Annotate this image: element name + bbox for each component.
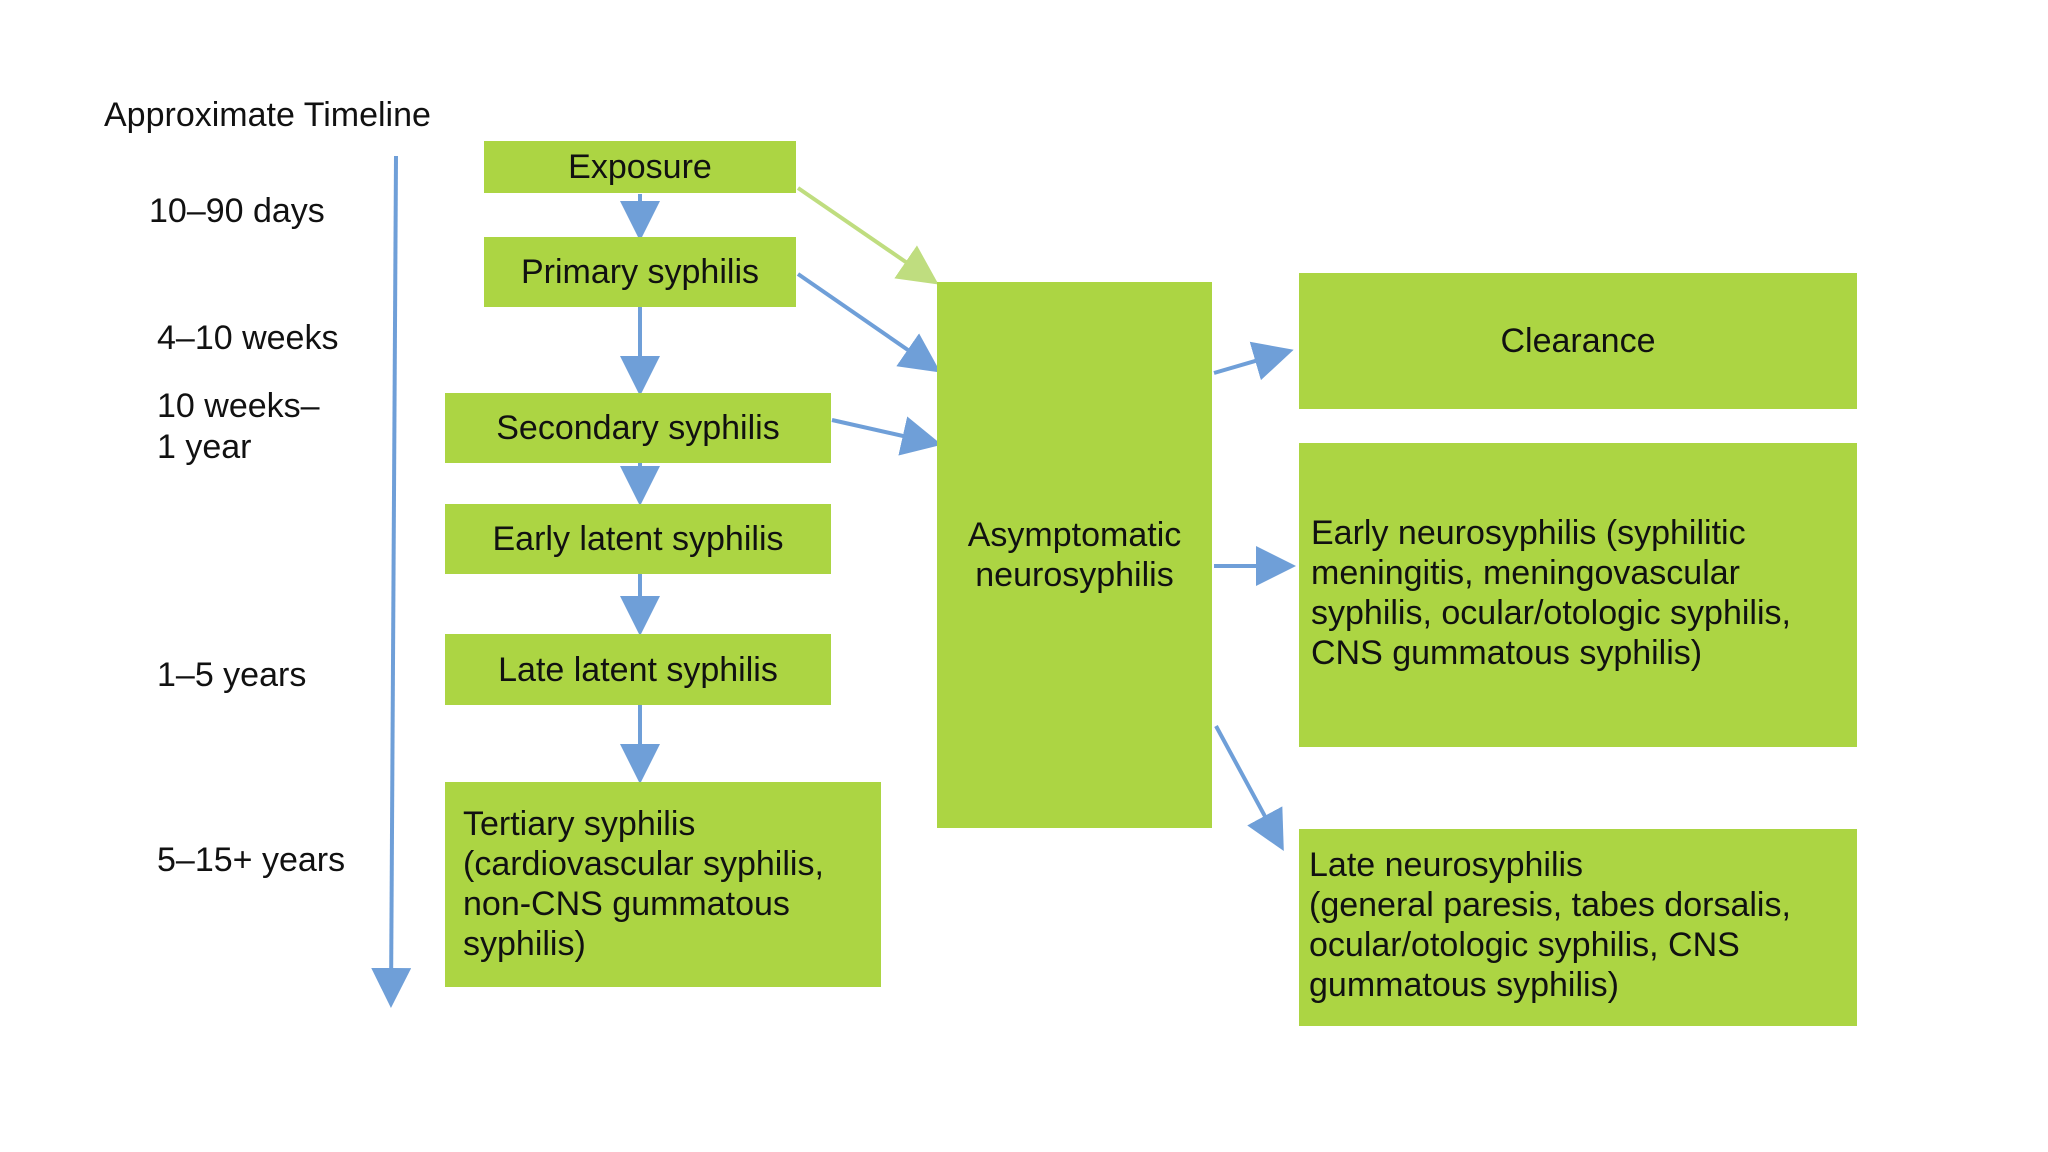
- box-late-neuro-line4: gummatous syphilis): [1309, 966, 1619, 1004]
- box-early-latent-syphilis-label: Early latent syphilis: [492, 520, 784, 558]
- box-primary-syphilis-label: Primary syphilis: [520, 253, 760, 291]
- box-tertiary-syphilis: Tertiary syphilis (cardiovascular syphil…: [445, 782, 881, 987]
- timeline-axis-arrow: [371, 155, 412, 1008]
- box-asymptomatic-neurosyphilis: Asymptomatic neurosyphilis: [937, 282, 1212, 828]
- arrow-asymptomatic-to-late-neuro: [1214, 725, 1284, 852]
- timeline-label-1-5-years: 1–5 years: [157, 656, 307, 694]
- arrow-secondary-to-asymptomatic: [831, 416, 942, 456]
- box-late-latent-syphilis: Late latent syphilis: [445, 634, 831, 705]
- box-exposure-label: Exposure: [568, 148, 712, 186]
- box-late-neuro-line1: Late neurosyphilis: [1309, 846, 1584, 884]
- box-clearance-label: Clearance: [1500, 322, 1656, 360]
- timeline-label-10-weeks-line1: 10 weeks–: [157, 387, 320, 425]
- box-early-neuro-line4: CNS gummatous syphilis): [1311, 634, 1703, 672]
- box-early-neuro-line2: meningitis, meningovascular: [1311, 554, 1740, 592]
- box-asymptomatic-line1: Asymptomatic: [967, 516, 1182, 554]
- box-early-neuro-line3: syphilis, ocular/otologic syphilis,: [1311, 594, 1791, 632]
- timeline-label-5-15-years: 5–15+ years: [157, 841, 346, 879]
- box-asymptomatic-line2: neurosyphilis: [975, 556, 1174, 594]
- timeline-title: Approximate Timeline: [104, 96, 431, 134]
- box-late-neuro-line2: (general paresis, tabes dorsalis,: [1309, 886, 1791, 924]
- box-secondary-syphilis-label: Secondary syphilis: [496, 409, 780, 447]
- box-primary-syphilis: Primary syphilis: [484, 237, 796, 307]
- timeline-label-4-10-weeks: 4–10 weeks: [157, 319, 339, 357]
- timeline-label-10-weeks-1-year: 10 weeks– 1 year: [157, 386, 320, 468]
- timeline-label-10-90-days: 10–90 days: [149, 192, 325, 230]
- box-asymptomatic-text: Asymptomatic neurosyphilis: [968, 515, 1182, 595]
- box-tertiary-line1: Tertiary syphilis: [463, 805, 696, 843]
- arrow-primary-to-asymptomatic: [796, 272, 941, 373]
- box-tertiary-line3: non-CNS gummatous: [463, 885, 790, 923]
- arrow-exposure-to-asymptomatic: [796, 186, 939, 285]
- box-tertiary-line2: (cardiovascular syphilis,: [463, 845, 824, 883]
- box-late-neurosyphilis: Late neurosyphilis (general paresis, tab…: [1299, 829, 1857, 1026]
- box-late-neuro-line3: ocular/otologic syphilis, CNS: [1309, 926, 1740, 964]
- box-early-latent-syphilis: Early latent syphilis: [445, 504, 831, 574]
- box-secondary-syphilis: Secondary syphilis: [445, 393, 831, 463]
- timeline-label-10-weeks-line2: 1 year: [157, 428, 252, 466]
- box-early-neuro-line1: Early neurosyphilis (syphilitic: [1311, 514, 1746, 552]
- box-clearance: Clearance: [1299, 273, 1857, 409]
- box-tertiary-line4: syphilis): [463, 925, 586, 963]
- box-early-neurosyphilis: Early neurosyphilis (syphilitic meningit…: [1299, 443, 1857, 747]
- arrow-asymptomatic-to-clearance: [1213, 341, 1294, 381]
- box-late-latent-syphilis-label: Late latent syphilis: [498, 650, 778, 689]
- box-exposure: Exposure: [484, 141, 796, 193]
